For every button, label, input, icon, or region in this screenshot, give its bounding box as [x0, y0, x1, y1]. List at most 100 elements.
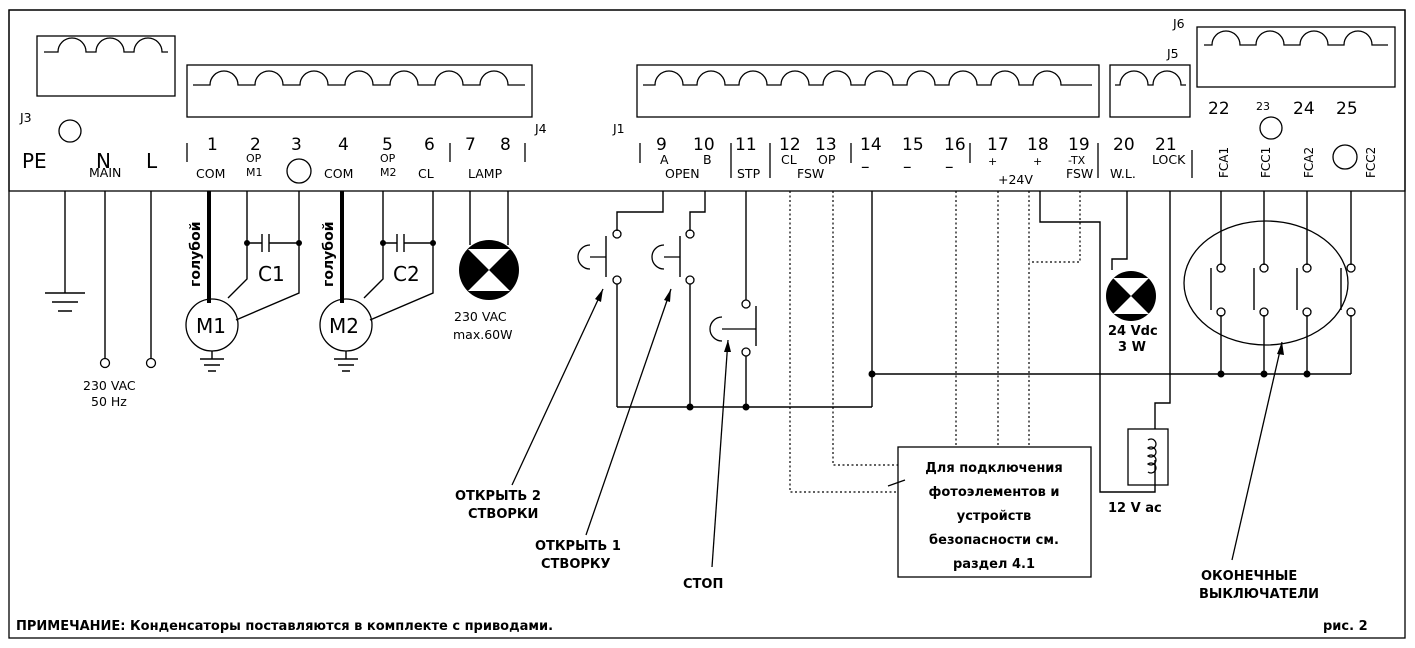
j3-mounting-hole	[58, 119, 82, 143]
warning-lamp-voltage: 24 Vdc	[1108, 324, 1158, 339]
j5-terminal-block	[1109, 64, 1191, 118]
safety-device-wiring	[789, 191, 1081, 493]
svg-text:FCA2: FCA2	[1302, 147, 1316, 178]
figure-number: рис. 2	[1323, 619, 1368, 634]
svg-text:1: 1	[207, 135, 218, 155]
lamp-power: max.60W	[453, 327, 512, 342]
j6-label: J6	[1172, 16, 1185, 31]
j1-plus-17: +	[988, 155, 997, 168]
supply-frequency: 50 Hz	[91, 394, 127, 409]
j6-mounting-hole-2	[1332, 144, 1358, 170]
stop-button	[709, 191, 757, 407]
svg-text:18: 18	[1027, 135, 1049, 155]
j6-terminal-block	[1196, 26, 1396, 88]
svg-text:16: 16	[944, 135, 966, 155]
callout-open-2-line-1: ОТКРЫТЬ 2	[455, 489, 541, 504]
safety-note-text: Для подключения фотоэлементов и устройст…	[925, 461, 1063, 572]
j1-24v-label: +24V	[998, 172, 1033, 187]
j1-separators	[639, 143, 1099, 178]
svg-text:13: 13	[815, 135, 837, 155]
j1-open-label: OPEN	[665, 166, 700, 181]
footer-note: ПРИМЕЧАНИЕ: Конденсаторы поставляются в …	[16, 619, 553, 634]
svg-text:14: 14	[860, 135, 882, 155]
j1-label: J1	[612, 121, 625, 136]
j4-com1-label: COM	[196, 166, 225, 181]
j6-terminal-numbers: 22 23 24 25	[1208, 99, 1358, 119]
svg-text:раздел 4.1: раздел 4.1	[953, 557, 1035, 572]
warning-lamp-power: 3 W	[1118, 340, 1146, 355]
j4-terminal-numbers: 1 2 3 4 5 6 7 8	[207, 135, 511, 155]
capacitor-c1-label: C1	[258, 262, 285, 286]
j1-dash-14: –	[861, 157, 870, 177]
j1-plus-18: +	[1033, 155, 1042, 168]
control-board	[8, 9, 1406, 192]
j5-label: J5	[1166, 46, 1179, 61]
j1-b-label: B	[703, 152, 712, 167]
open-2-leaves-button	[577, 191, 664, 407]
svg-text:20: 20	[1113, 135, 1135, 155]
j1-fsw-label: FSW	[797, 166, 824, 181]
j1-cl-label: CL	[781, 152, 797, 167]
motor-m1-wiring	[185, 191, 302, 372]
lamp-voltage: 230 VAC	[454, 309, 507, 324]
svg-text:10: 10	[693, 135, 715, 155]
lock-voltage: 12 V ac	[1108, 501, 1162, 516]
limit-switches	[1183, 191, 1356, 378]
svg-text:9: 9	[656, 135, 667, 155]
terminal-l: L	[146, 149, 158, 173]
svg-text:6: 6	[424, 135, 435, 155]
j4-cl-label: CL	[418, 166, 434, 181]
j4-com2-label: COM	[324, 166, 353, 181]
main-power-wiring	[45, 191, 157, 369]
common-bus-wiring	[617, 191, 1351, 411]
j1-terminal-numbers: 9 10 11 12 13 14 15 16 17 18 19	[656, 135, 1090, 155]
svg-text:24: 24	[1293, 99, 1315, 119]
svg-text:11: 11	[735, 135, 757, 155]
svg-text:12: 12	[779, 135, 801, 155]
j1-tx-label: -TX	[1068, 154, 1086, 167]
j5-lock-label: LOCK	[1152, 152, 1186, 167]
j4-separators	[186, 143, 526, 162]
j5-wl-label: W.L.	[1110, 166, 1136, 181]
svg-text:17: 17	[987, 135, 1009, 155]
svg-text:FCC1: FCC1	[1259, 147, 1273, 178]
j4-mounting-hole	[286, 158, 312, 184]
j4-lamp-label: LAMP	[468, 166, 503, 181]
j4-m1-label: M1	[246, 166, 263, 179]
j4-op-label-1: OP	[246, 152, 262, 165]
svg-text:8: 8	[500, 135, 511, 155]
j4-op-label-2: OP	[380, 152, 396, 165]
svg-text:Для подключения: Для подключения	[925, 461, 1063, 476]
callout-stop: СТОП	[683, 577, 723, 592]
m1-wire-color: голубой	[188, 221, 204, 287]
lamp-icon	[459, 191, 519, 300]
svg-text:21: 21	[1155, 135, 1177, 155]
callout-open-1-line-1: ОТКРЫТЬ 1	[535, 539, 621, 554]
j1-a-label: A	[660, 152, 669, 167]
svg-text:23: 23	[1256, 100, 1270, 113]
j1-terminal-block	[636, 64, 1100, 118]
j4-label: J4	[534, 121, 547, 136]
terminal-pe: PE	[22, 149, 47, 173]
j6-mounting-hole	[1259, 116, 1283, 140]
motor-m1-label: M1	[196, 314, 226, 338]
callout-open-1-line-2: СТВОРКУ	[541, 557, 611, 572]
j4-terminal-block	[186, 64, 533, 118]
svg-text:FCC2: FCC2	[1364, 147, 1378, 178]
svg-text:3: 3	[291, 135, 302, 155]
svg-text:5: 5	[382, 135, 393, 155]
warning-lamp-icon	[1039, 191, 1156, 493]
motor-m2-wiring	[319, 191, 436, 372]
supply-voltage: 230 VAC	[83, 378, 136, 393]
j1-stp-label: STP	[737, 166, 761, 181]
callout-arrows	[511, 288, 1284, 568]
j3-label: J3	[19, 110, 32, 125]
j1-op-label: OP	[818, 152, 836, 167]
j3-terminal-block	[36, 35, 176, 97]
svg-text:фотоэлементов и: фотоэлементов и	[928, 485, 1059, 500]
callout-limit-line-2: ВЫКЛЮЧАТЕЛИ	[1199, 587, 1319, 602]
j1-fsw2-label: FSW	[1066, 166, 1093, 181]
j1-dash-16: –	[945, 157, 954, 177]
motor-m2-label: M2	[329, 314, 359, 338]
